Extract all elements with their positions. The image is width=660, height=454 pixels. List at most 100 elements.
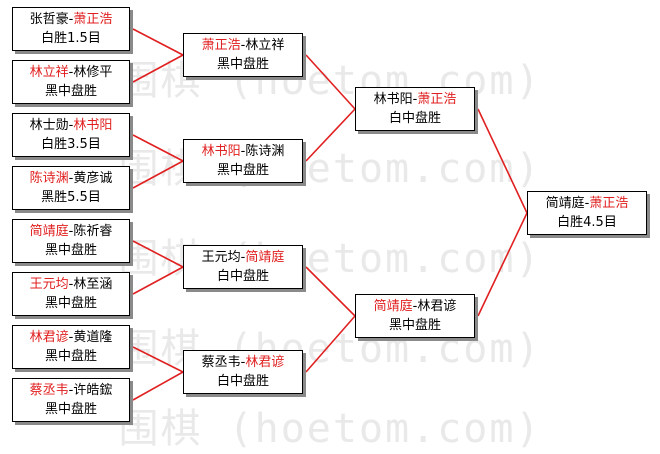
- tournament-bracket: 围棋 (hoetom.com) 围棋 (hoetom.com) 围棋 (hoet…: [12, 7, 647, 452]
- player-name: 简靖庭: [29, 224, 69, 239]
- player-name: 林至涵: [73, 277, 113, 292]
- versus-dash: -: [240, 144, 246, 159]
- match-result: 黑中盘胜: [216, 163, 269, 178]
- versus-dash: -: [412, 299, 418, 314]
- player-name: 萧正浩: [201, 38, 241, 53]
- player-name: 蔡丞韦: [29, 383, 69, 398]
- match-result: 黑中盘胜: [44, 349, 97, 364]
- match-players: 林士勋-林书阳: [13, 116, 129, 135]
- player-name: 蔡丞韦: [201, 355, 241, 370]
- match-result: 白胜1.5目: [41, 31, 101, 46]
- match-players: 蔡丞韦-许皓鋐: [13, 381, 129, 400]
- bracket-connector-line: [305, 54, 356, 110]
- versus-dash: -: [240, 355, 246, 370]
- bracket-connector-line: [477, 212, 528, 317]
- player-name: 黄道隆: [73, 330, 113, 345]
- bracket-connector-line: [132, 54, 184, 83]
- versus-dash: -: [68, 12, 74, 27]
- bracket-connector-line: [132, 160, 184, 189]
- match-result: 黑中盘胜: [388, 318, 441, 333]
- versus-dash: -: [68, 224, 74, 239]
- match-players: 蔡丞韦-林君谚: [184, 353, 302, 372]
- player-name: 黄彦诚: [73, 171, 113, 186]
- versus-dash: -: [240, 38, 246, 53]
- player-name: 简靖庭: [245, 250, 285, 265]
- bracket-connector-line: [305, 315, 356, 373]
- match-result: 白胜4.5目: [557, 215, 617, 230]
- match-result: 白中盘胜: [216, 374, 269, 389]
- versus-dash: -: [68, 383, 74, 398]
- match-result: 黑中盘胜: [44, 402, 97, 417]
- round2-match-box: 王元均-简靖庭白中盘胜: [183, 245, 303, 289]
- match-players: 林君谚-黄道隆: [13, 328, 129, 347]
- round1-match-box: 陈诗渊-黄彦诚黑胜5.5目: [12, 166, 130, 210]
- player-name: 简靖庭: [545, 196, 585, 211]
- player-name: 陈祈睿: [73, 224, 113, 239]
- bracket-connector-line: [305, 266, 356, 317]
- player-name: 萧正浩: [417, 92, 457, 107]
- round1-match-box: 张哲豪-萧正浩白胜1.5目: [12, 7, 130, 51]
- player-name: 林书阳: [201, 144, 241, 159]
- bracket-connector-line: [305, 108, 356, 162]
- match-result: 白中盘胜: [388, 111, 441, 126]
- match-players: 王元均-简靖庭: [184, 248, 302, 267]
- versus-dash: -: [68, 65, 74, 80]
- versus-dash: -: [584, 196, 590, 211]
- round1-match-box: 蔡丞韦-许皓鋐黑中盘胜: [12, 378, 130, 422]
- player-name: 林书阳: [73, 118, 113, 133]
- versus-dash: -: [68, 171, 74, 186]
- round1-match-box: 林立祥-林修平黑中盘胜: [12, 60, 130, 104]
- player-name: 许皓鋐: [73, 383, 113, 398]
- match-players: 林立祥-林修平: [13, 63, 129, 82]
- match-players: 张哲豪-萧正浩: [13, 10, 129, 29]
- player-name: 王元均: [29, 277, 69, 292]
- versus-dash: -: [412, 92, 418, 107]
- round2-match-box: 蔡丞韦-林君谚白中盘胜: [183, 350, 303, 394]
- player-name: 萧正浩: [73, 12, 113, 27]
- bracket-connector-line: [132, 346, 184, 373]
- match-result: 白中盘胜: [216, 269, 269, 284]
- versus-dash: -: [68, 118, 74, 133]
- player-name: 张哲豪: [29, 12, 69, 27]
- round2-match-box: 萧正浩-林立祥黑中盘胜: [183, 33, 303, 77]
- match-players: 林书阳-萧正浩: [356, 90, 474, 109]
- match-result: 黑中盘胜: [216, 57, 269, 72]
- final-match-box: 简靖庭-萧正浩白胜4.5目: [527, 191, 647, 235]
- player-name: 简靖庭: [373, 299, 413, 314]
- player-name: 林书阳: [373, 92, 413, 107]
- versus-dash: -: [68, 277, 74, 292]
- versus-dash: -: [68, 330, 74, 345]
- bracket-connector-line: [132, 371, 184, 401]
- match-players: 简靖庭-萧正浩: [528, 194, 646, 213]
- bracket-connectors: [132, 28, 528, 401]
- bracket-connector-line: [132, 134, 184, 162]
- round1-match-box: 简靖庭-陈祈睿黑中盘胜: [12, 219, 130, 263]
- round2-match-box: 林书阳-陈诗渊黑中盘胜: [183, 139, 303, 183]
- player-name: 王元均: [201, 250, 241, 265]
- round1-match-box: 林士勋-林书阳白胜3.5目: [12, 113, 130, 157]
- match-result: 白胜3.5目: [41, 137, 101, 152]
- player-name: 林士勋: [29, 118, 69, 133]
- bracket-connector-line: [477, 108, 528, 214]
- bracket-connector-line: [132, 240, 184, 268]
- round3-match-box: 简靖庭-林君谚黑中盘胜: [355, 294, 475, 338]
- player-name: 林立祥: [245, 38, 285, 53]
- match-result: 黑中盘胜: [44, 296, 97, 311]
- player-name: 林修平: [73, 65, 113, 80]
- match-players: 陈诗渊-黄彦诚: [13, 169, 129, 188]
- match-players: 简靖庭-陈祈睿: [13, 222, 129, 241]
- match-players: 萧正浩-林立祥: [184, 36, 302, 55]
- match-result: 黑中盘胜: [44, 243, 97, 258]
- player-name: 林君谚: [29, 330, 69, 345]
- player-name: 林君谚: [245, 355, 285, 370]
- match-result: 黑胜5.5目: [41, 190, 101, 205]
- versus-dash: -: [240, 250, 246, 265]
- match-players: 王元均-林至涵: [13, 275, 129, 294]
- match-players: 林书阳-陈诗渊: [184, 142, 302, 161]
- match-result: 黑中盘胜: [44, 84, 97, 99]
- player-name: 萧正浩: [589, 196, 629, 211]
- round1-match-box: 王元均-林至涵黑中盘胜: [12, 272, 130, 316]
- player-name: 林君谚: [417, 299, 457, 314]
- bracket-connector-line: [132, 266, 184, 295]
- match-players: 简靖庭-林君谚: [356, 297, 474, 316]
